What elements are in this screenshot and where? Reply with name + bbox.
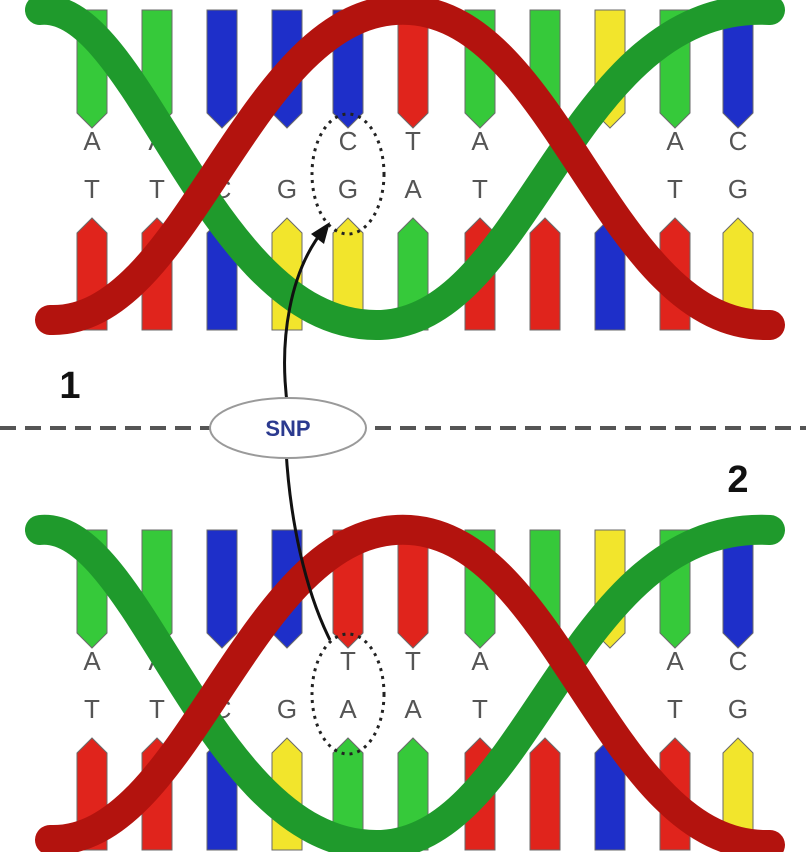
helix-2-top-letter-5: T bbox=[340, 646, 356, 676]
helix-2-top-letter-7: A bbox=[471, 646, 489, 676]
snp-label: SNP bbox=[265, 416, 310, 441]
helix-2-number: 2 bbox=[727, 459, 748, 501]
helix-1-top-letter-10: A bbox=[666, 126, 684, 156]
helix-1-top-letter-5: C bbox=[339, 126, 358, 156]
helix-2-bottom-letter-2: T bbox=[149, 694, 165, 724]
helix-1-bottom-letter-6: A bbox=[404, 174, 422, 204]
helix-2-top-letter-1: A bbox=[83, 646, 101, 676]
helix-1-top-letter-11: C bbox=[729, 126, 748, 156]
helix-1-bottom-letter-10: T bbox=[667, 174, 683, 204]
helix-2-top-letter-11: C bbox=[729, 646, 748, 676]
helix-2-bottom-letter-5: A bbox=[339, 694, 357, 724]
helix-2-bottom-letter-4: G bbox=[277, 694, 297, 724]
helix-2-top-letter-6: T bbox=[405, 646, 421, 676]
helix-1-top-letter-6: T bbox=[405, 126, 421, 156]
helix-1-bottom-letter-11: G bbox=[728, 174, 748, 204]
helix-1-top-base-3 bbox=[207, 10, 237, 128]
helix-1-top-letter-1: A bbox=[83, 126, 101, 156]
helix-1-bottom-letter-5: G bbox=[338, 174, 358, 204]
helix-1-bottom-letter-4: G bbox=[277, 174, 297, 204]
helix-2-bottom-letter-1: T bbox=[84, 694, 100, 724]
helix-2-top-letter-10: A bbox=[666, 646, 684, 676]
helix-2-bottom-letter-11: G bbox=[728, 694, 748, 724]
helix-2-bottom-base-8 bbox=[530, 738, 560, 850]
helix-2-top-base-3 bbox=[207, 530, 237, 648]
helix-2-bottom-letter-6: A bbox=[404, 694, 422, 724]
helix-2-bottom-letter-10: T bbox=[667, 694, 683, 724]
helix-1-number: 1 bbox=[59, 365, 80, 407]
helix-1-bottom-letter-2: T bbox=[149, 174, 165, 204]
helix-1-bottom-letter-1: T bbox=[84, 174, 100, 204]
helix-1-top-base-6 bbox=[398, 10, 428, 128]
helix-2-bottom-letter-7: T bbox=[472, 694, 488, 724]
helix-1-top-letter-7: A bbox=[471, 126, 489, 156]
helix-2-top-base-6 bbox=[398, 530, 428, 648]
helix-1-bottom-base-8 bbox=[530, 218, 560, 330]
helix-1-bottom-letter-7: T bbox=[472, 174, 488, 204]
